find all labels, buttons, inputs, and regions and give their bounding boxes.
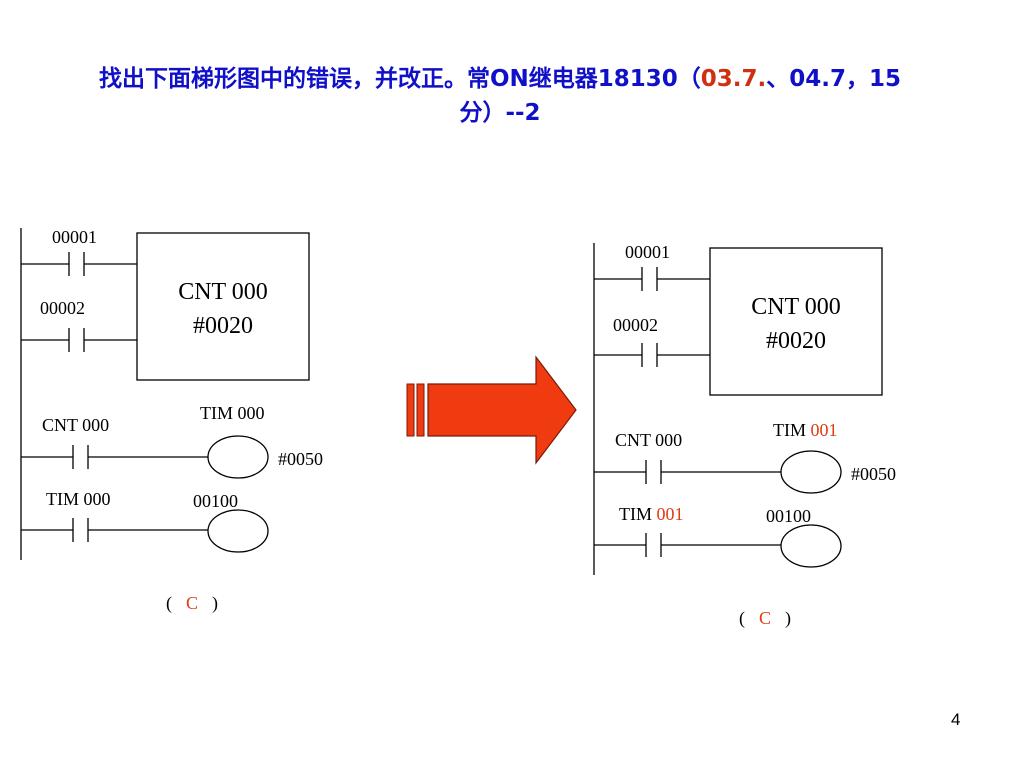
right-contact-00002: 00002 [613,315,658,335]
right-timer-name: TIM 001 [773,420,838,440]
left-ladder [20,228,310,560]
right-contact-tim-prefix: TIM [619,504,652,524]
right-answer: C [759,608,771,628]
right-contact-tim-number: 001 [657,504,684,524]
title-text: 找出下面梯形图中的错误，并改正。常ON继电器18130（ [98,66,701,92]
left-timer-coil [207,435,269,479]
title-text-3: 分）--2 [459,100,541,126]
right-counter-set: #0020 [766,328,826,354]
left-timer-name: TIM 000 [200,403,265,423]
correction-arrow [406,355,577,465]
left-contact-00001: 00001 [52,227,97,247]
left-counter-block [136,232,310,381]
left-counter-name: CNT 000 [178,279,268,305]
right-timer-coil [780,450,842,494]
left-counter-set: #0020 [193,313,253,339]
left-output-address: 00100 [193,491,238,511]
right-timer-number: 001 [811,420,838,440]
right-timer-prefix: TIM [773,420,806,440]
title-line-1: 找出下面梯形图中的错误，并改正。常ON继电器18130（03.7.、04.7，1… [0,62,1000,96]
right-answer-close: ) [785,608,791,629]
title-highlight: 03.7. [700,66,767,92]
right-answer-open: ( [739,608,745,629]
left-contact-tim: TIM 000 [46,489,111,509]
page-number: 4 [951,710,960,729]
title-line-2: 分）--2 [0,96,1000,130]
title-text-2: 、04.7，15 [766,66,902,92]
right-output-address: 00100 [766,506,811,526]
left-output-coil [207,509,269,553]
right-contact-00001: 00001 [625,242,670,262]
right-contact-cnt: CNT 000 [615,430,682,450]
right-contact-tim: TIM 001 [619,504,684,524]
left-answer-open: ( [166,593,172,614]
left-answer: C [186,593,198,613]
right-counter-block [709,247,883,396]
right-ladder [593,243,883,575]
left-timer-set: #0050 [278,449,323,469]
left-contact-00002: 00002 [40,298,85,318]
slide-title: 找出下面梯形图中的错误，并改正。常ON继电器18130（03.7.、04.7，1… [0,62,1000,130]
left-answer-close: ) [212,593,218,614]
right-output-coil [780,524,842,568]
right-timer-set: #0050 [851,464,896,484]
left-contact-cnt: CNT 000 [42,415,109,435]
right-counter-name: CNT 000 [751,294,841,320]
